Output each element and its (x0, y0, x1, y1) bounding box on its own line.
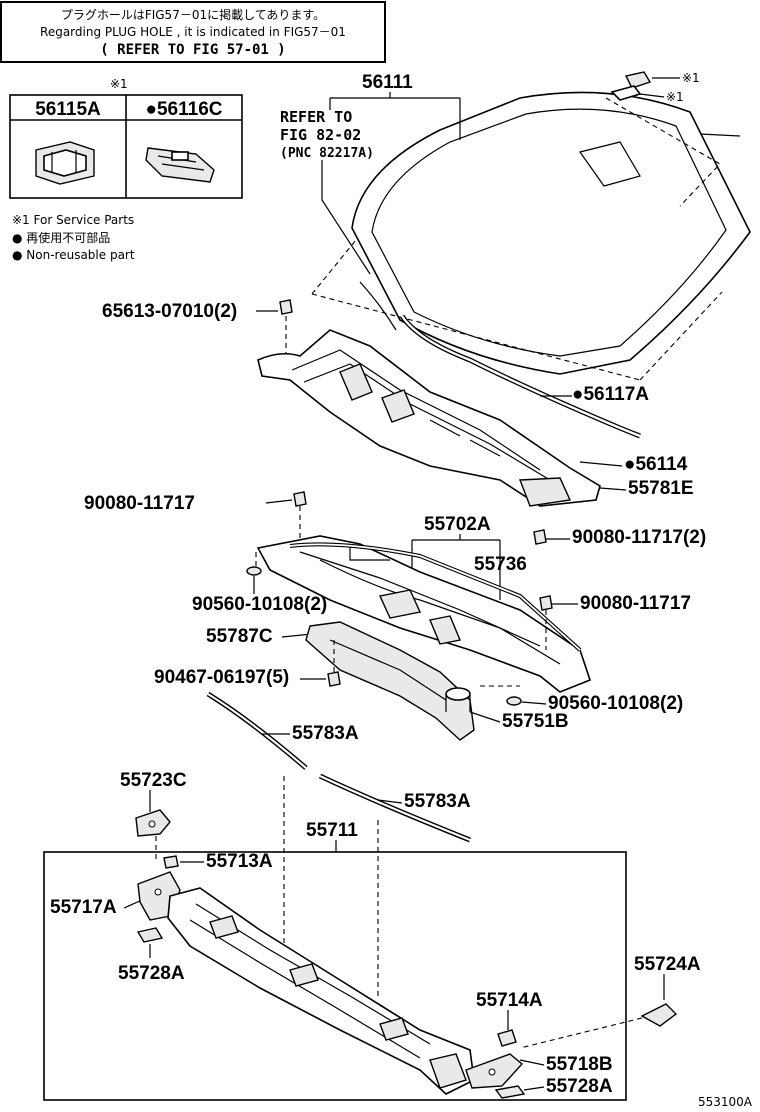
cowl-top-ventilator-louver[interactable] (257, 329, 601, 507)
label-55723C[interactable]: 55723C (120, 770, 187, 791)
label-55728A-b[interactable]: 55728A (546, 1076, 613, 1097)
label-55702A[interactable]: 55702A (424, 514, 491, 535)
clip-55714A[interactable] (497, 1029, 517, 1047)
clip-55713A[interactable] (163, 855, 179, 869)
header-note-ref[interactable]: ( REFER TO FIG 57-01 ) (100, 42, 285, 58)
clip-56116C-illustration (145, 147, 215, 183)
label-56111[interactable]: 56111 (362, 72, 413, 93)
label-55781E[interactable]: 55781E (628, 478, 694, 499)
label-90560-10108-2-a[interactable]: 90560-10108(2) (192, 594, 327, 615)
bracket-55718B[interactable] (465, 1053, 524, 1089)
refer-line-1: REFER TO (280, 108, 352, 126)
label-55783A-a[interactable]: 55783A (292, 723, 359, 744)
refer-to-fig-82-02[interactable]: REFER TO FIG 82-02 (PNC 82217A) (280, 108, 374, 161)
legend-col2-label[interactable]: ●56116C (146, 99, 223, 120)
seal-55736[interactable] (289, 542, 582, 652)
bolt-90080-11717-a[interactable] (293, 491, 307, 507)
refer-line-3: (PNC 82217A) (280, 146, 374, 161)
washer-90560-10108-b[interactable] (506, 696, 522, 706)
seal-55783A-left[interactable] (206, 691, 308, 770)
label-90080-11717-a[interactable]: 90080-11717 (84, 493, 195, 514)
legend-note-3: ● Non-reusable part (12, 248, 135, 262)
label-90467-06197-5[interactable]: 90467-06197(5) (154, 667, 289, 688)
clip-65613-07010[interactable] (279, 299, 293, 315)
illustration-code: 553100A (698, 1095, 753, 1109)
header-note-en: Regarding PLUG HOLE , it is indicated in… (40, 25, 346, 39)
bolt-90080-11717-c[interactable] (539, 595, 553, 611)
label-55711[interactable]: 55711 (306, 820, 358, 841)
label-55787C[interactable]: 55787C (206, 626, 273, 647)
legend-note-1: ※1 For Service Parts (12, 213, 134, 227)
clip-56115A-illustration (35, 141, 95, 185)
washer-90560-10108-a[interactable] (246, 566, 262, 576)
label-56114[interactable]: ●56114 (624, 454, 688, 475)
bolt-90080-11717-b[interactable] (533, 529, 547, 545)
service-clip-1[interactable] (624, 71, 652, 89)
bracket-55723C[interactable] (135, 809, 171, 837)
label-90560-10108-2-b[interactable]: 90560-10108(2) (548, 693, 683, 714)
label-90080-11717-2[interactable]: 90080-11717(2) (572, 527, 706, 548)
header-note-jp: プラグホールはFIG57－01に掲載してあります。 (61, 7, 325, 22)
label-55713A[interactable]: 55713A (206, 851, 273, 872)
header-note-box: プラグホールはFIG57－01に掲載してあります。 Regarding PLUG… (0, 1, 386, 63)
legend-mark: ※1 (110, 77, 128, 91)
label-55728A-a[interactable]: 55728A (118, 963, 185, 984)
weatherstrip-56117A[interactable] (399, 314, 641, 439)
mark-service-2: ※1 (666, 90, 684, 104)
cushion-55728A-b[interactable] (494, 1085, 526, 1099)
label-55714A[interactable]: 55714A (476, 990, 543, 1011)
windshield-glass[interactable] (351, 91, 751, 375)
label-56117A[interactable]: ●56117A (572, 384, 649, 405)
label-55736[interactable]: 55736 (474, 554, 527, 575)
cushion-55728A-a[interactable] (136, 927, 164, 943)
bracket-55724A[interactable] (640, 1003, 678, 1027)
label-65613-07010[interactable]: 65613-07010(2) (102, 301, 237, 322)
label-55717A[interactable]: 55717A (50, 897, 117, 918)
legend-table: ※1 56115A ●56116C ※1 For Service Parts ●… (9, 77, 243, 262)
seal-55783A-right[interactable] (318, 773, 471, 843)
label-55751B[interactable]: 55751B (502, 711, 569, 732)
cowl-panel-55711[interactable] (167, 887, 475, 1095)
label-55783A-b[interactable]: 55783A (404, 791, 471, 812)
clip-90467-06197[interactable] (327, 671, 341, 687)
mark-service-1: ※1 (682, 71, 700, 85)
cowl-panel-group-box (43, 851, 627, 1101)
legend-col1-label[interactable]: 56115A (35, 99, 101, 120)
label-55718B[interactable]: 55718B (546, 1054, 613, 1075)
legend-note-2: ● 再使用不可部品 (12, 230, 110, 245)
label-90080-11717-c[interactable]: 90080-11717 (580, 593, 691, 614)
refer-line-2: FIG 82-02 (280, 126, 361, 144)
cowl-panel-sub-assy-55702A[interactable] (256, 535, 591, 693)
label-55724A[interactable]: 55724A (634, 954, 701, 975)
insulator-55787C[interactable] (305, 621, 475, 741)
